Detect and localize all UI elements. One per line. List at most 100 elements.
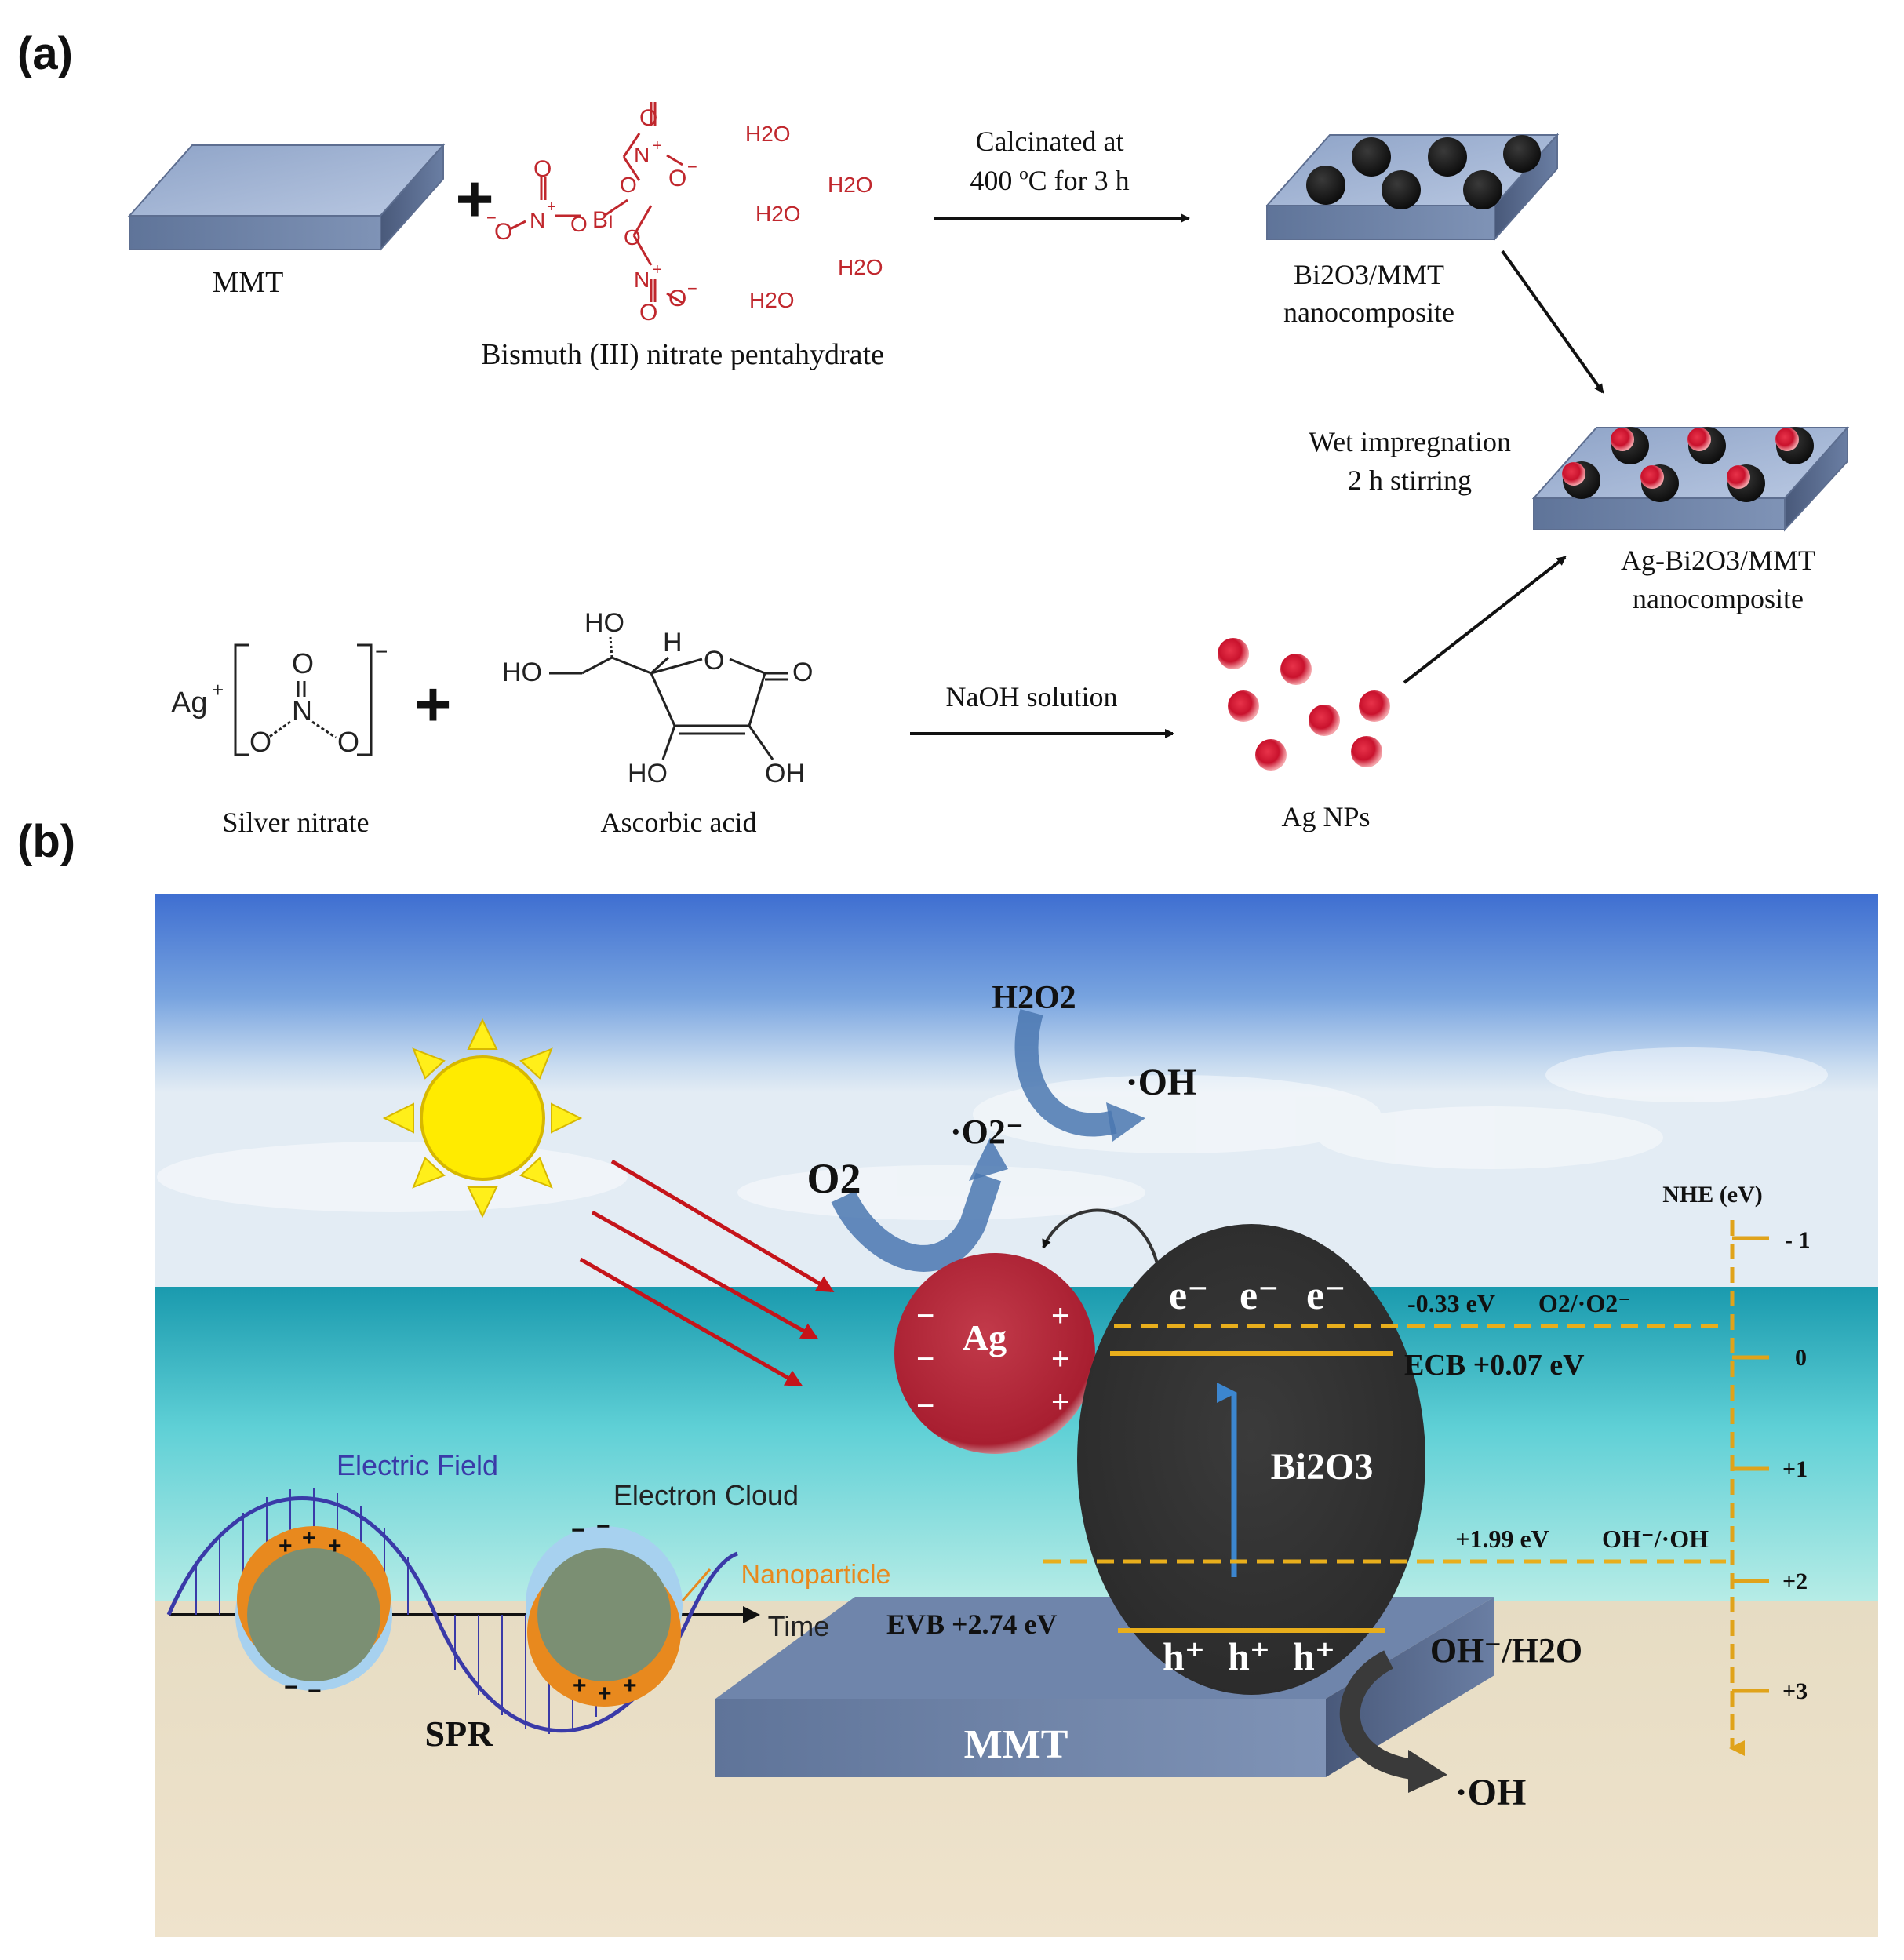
ho-group: HO — [628, 759, 668, 789]
arrow-to-ag-bi2o3 — [1501, 250, 1604, 394]
arrow-agnps-to-composite — [1403, 556, 1567, 684]
naoh-label: NaOH solution — [946, 681, 1118, 712]
calcination-line1: Calcinated at — [976, 126, 1124, 157]
ring-oxygen: O — [704, 646, 724, 676]
oh-oxidation-arrow — [1339, 1650, 1414, 1780]
nanoparticle-pointer — [681, 1568, 712, 1601]
ascorbic-acid-structure: HO HO H O O HO OH — [502, 608, 813, 789]
electrons: e⁻ e⁻ e⁻ — [1169, 1273, 1346, 1318]
nanoparticle-label: Nanoparticle — [741, 1560, 891, 1590]
charge-plus: + — [653, 137, 662, 155]
light-ray — [579, 1257, 803, 1387]
negative-charge: − — [916, 1342, 934, 1376]
electric-field-label: Electric Field — [337, 1449, 498, 1481]
o-atom: O — [668, 286, 686, 311]
hole: h⁺ — [1293, 1634, 1335, 1678]
h2o2-arrow — [1014, 1008, 1117, 1137]
charge-minus: − — [687, 157, 697, 177]
nhe-tick-label: +3 — [1782, 1678, 1808, 1704]
n-atom: N — [292, 694, 312, 727]
electron-transfer-arc — [1042, 1208, 1163, 1288]
bismuth-nitrate-label: Bismuth (III) nitrate pentahydrate — [481, 338, 884, 371]
bismuth-nitrate-structure: Bi O O N + O − O N + O O − O N + O O − — [486, 102, 697, 326]
charge-plus: + — [653, 261, 662, 279]
silver-nitrate-label: Silver nitrate — [223, 807, 370, 838]
panel-b: H2O2 ·OH ·O2⁻ O2 MMT Ag − − − + + + e⁻ e… — [155, 894, 1878, 1937]
positive-charge: + — [1051, 1342, 1069, 1376]
electron: e⁻ — [1169, 1273, 1209, 1318]
bi-atom: Bi — [592, 207, 613, 233]
n-atom: N — [530, 208, 545, 232]
water-molecules: H2O H2O H2O H2O H2O — [745, 122, 883, 312]
charge-plus: + — [623, 1673, 637, 1699]
charge-plus: + — [573, 1673, 587, 1699]
o2-reduction-arrow — [831, 1172, 1002, 1272]
charge-minus: − — [687, 279, 697, 298]
vb-potential-label: +1.99 eV — [1455, 1525, 1549, 1553]
ag-bi2o3-mmt-line1: Ag-Bi2O3/MMT — [1621, 545, 1815, 576]
h-atom: H — [663, 628, 683, 658]
ag-charges: − − − + + + — [916, 1299, 1069, 1423]
spr-label: SPR — [425, 1714, 494, 1754]
sun-icon — [382, 1018, 583, 1219]
o-atom: O — [249, 726, 271, 758]
charge-minus: − — [284, 1674, 298, 1700]
bi2o3-particle — [1077, 1224, 1425, 1695]
water-label: H2O — [838, 255, 883, 279]
calcination-line2: 400 ºC for 3 h — [970, 165, 1129, 196]
charge-minus: − — [308, 1678, 322, 1704]
ascorbic-acid-label: Ascorbic acid — [601, 807, 757, 838]
o-atom: O — [337, 726, 359, 758]
light-ray — [591, 1210, 819, 1340]
nitrate-charge: − — [375, 639, 388, 664]
o-atom: O — [639, 105, 657, 131]
ag-ion: Ag — [171, 687, 207, 720]
light-rays — [579, 1159, 835, 1387]
electron: e⁻ — [1306, 1273, 1346, 1318]
cb-couple-label: O2/·O2⁻ — [1538, 1289, 1631, 1317]
nanoparticle-core — [537, 1548, 671, 1681]
mmt-base-label: MMT — [964, 1722, 1068, 1767]
o-atom: O — [570, 212, 588, 236]
positive-charge: + — [1051, 1385, 1069, 1419]
negative-charge: − — [916, 1299, 934, 1333]
water-label: H2O — [745, 122, 791, 146]
time-label: Time — [768, 1610, 830, 1642]
negative-charge: − — [916, 1389, 934, 1423]
silver-nitrate-structure: Ag + − O N O O — [171, 639, 388, 758]
bi2o3-mmt-slab — [1265, 133, 1560, 242]
o-atom: O — [494, 219, 512, 245]
wet-impregnation-line1: Wet impregnation — [1309, 426, 1511, 457]
bi2o3-mmt-line2: nanocomposite — [1283, 297, 1454, 328]
nhe-tick-label: - 1 — [1785, 1227, 1811, 1253]
water-label: H2O — [755, 202, 801, 226]
n-atom: N — [634, 143, 650, 167]
water-label: H2O — [749, 288, 795, 312]
vb-couple-label: OH⁻/·OH — [1602, 1525, 1709, 1553]
ag-bi2o3-mmt-line2: nanocomposite — [1633, 583, 1804, 614]
charge-plus: + — [302, 1525, 316, 1551]
ag-bi2o3-particles — [1562, 427, 1814, 502]
nhe-tick-label: +1 — [1782, 1456, 1808, 1482]
charge-minus: − — [486, 208, 497, 228]
ecb-label: ECB +0.07 eV — [1404, 1349, 1585, 1382]
charge-plus: + — [328, 1533, 342, 1559]
o-atom: O — [533, 156, 552, 182]
oh-radical-top: ·OH — [1126, 1062, 1197, 1103]
charge-minus: − — [571, 1517, 585, 1543]
ag-particle-label: Ag — [963, 1317, 1007, 1357]
plus-sign-top: + — [455, 162, 493, 235]
n-atom: N — [634, 268, 650, 292]
ag-particle — [894, 1253, 1095, 1454]
hole: h⁺ — [1163, 1634, 1205, 1678]
cb-potential-label: -0.33 eV — [1407, 1289, 1495, 1317]
o2-label: O2 — [806, 1155, 861, 1202]
o2-radical-label: ·O2⁻ — [950, 1113, 1024, 1151]
o-atom: O — [620, 173, 637, 197]
panel-a-label: (a) — [17, 28, 73, 79]
nanoparticle-core — [247, 1548, 380, 1681]
spr-inset: + + + − − − − + + + Electric Field Elect… — [166, 1449, 891, 1754]
ag-nps-label: Ag NPs — [1281, 801, 1370, 832]
nhe-tick-label: 0 — [1795, 1345, 1807, 1371]
oh-group: OH — [765, 759, 805, 789]
